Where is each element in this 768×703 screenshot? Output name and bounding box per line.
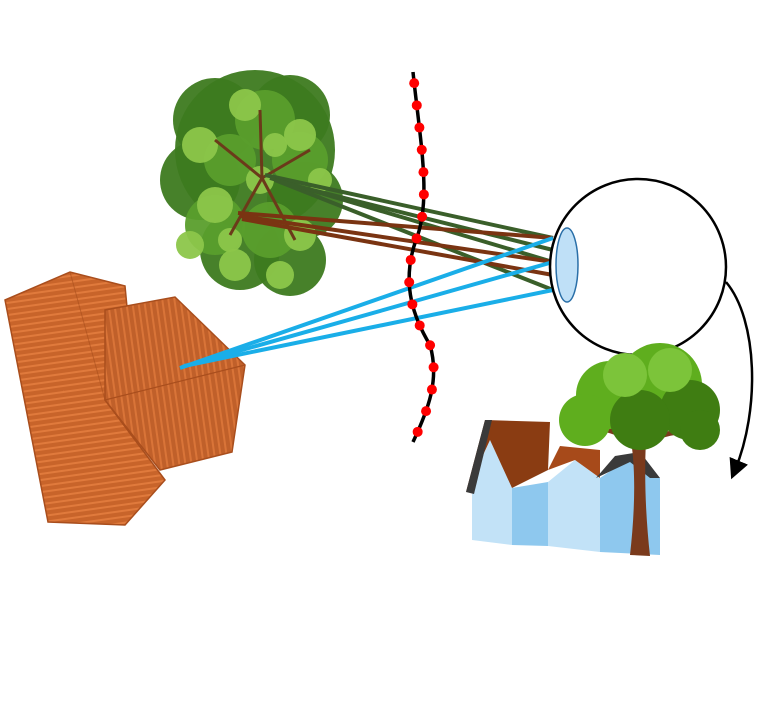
ray-blue [183, 288, 554, 368]
sample-dots [404, 78, 439, 437]
foliage-blob [182, 127, 218, 163]
tree-branch [258, 109, 264, 179]
sample-dot [418, 167, 429, 178]
foliage-blob [603, 353, 647, 397]
foliage-blob [610, 390, 670, 450]
tree-foliage [559, 343, 720, 450]
foliage-blob [263, 133, 287, 157]
ray-green [279, 180, 554, 252]
foliage-blob [176, 231, 204, 259]
sample-dot [414, 320, 425, 331]
tree-trunk [630, 440, 650, 556]
foliage-blob [266, 261, 294, 289]
house-wall-mid [512, 482, 548, 546]
sample-dot [404, 277, 415, 288]
light-rays [179, 173, 554, 370]
sample-dot [418, 189, 429, 200]
tree-top-icon [160, 70, 343, 296]
house-roof-right [548, 446, 600, 478]
sample-dot [414, 122, 425, 133]
image-plane [404, 71, 439, 443]
foliage-blob [559, 394, 611, 446]
ray-blue [179, 236, 554, 370]
tree-branch [260, 177, 297, 241]
sample-dot [428, 362, 439, 373]
sample-dot [411, 100, 422, 111]
foliage-blob [197, 187, 233, 223]
eye-lens [555, 227, 579, 303]
ray-brown [241, 217, 554, 277]
sample-dot [426, 384, 437, 395]
sample-dot [407, 299, 418, 310]
house-roof-top-icon [4, 271, 246, 526]
foliage-blob [284, 119, 316, 151]
house-with-tree-icon [466, 343, 720, 556]
curved-arrow-icon [725, 281, 754, 480]
sample-dot [417, 211, 428, 222]
foliage-blob [229, 89, 261, 121]
house-roof-edge [466, 420, 492, 494]
foliage-blob [219, 249, 251, 281]
ray-brown [237, 211, 554, 240]
eye-icon [548, 177, 728, 357]
tree-branch [261, 148, 311, 180]
sample-dot [425, 340, 436, 351]
sample-dot [412, 426, 423, 437]
foliage-blob [680, 410, 720, 450]
sample-dot [405, 254, 416, 265]
tree-branch [228, 177, 264, 236]
ray-blue [181, 260, 554, 369]
sample-dot [421, 406, 432, 417]
ray-green [264, 173, 554, 240]
house-wall-right [548, 460, 600, 552]
house-wall-left [472, 440, 512, 545]
foliage-blob [218, 228, 242, 252]
sample-dot [411, 233, 422, 244]
sample-dot [416, 144, 427, 155]
foliage-blob [648, 348, 692, 392]
sample-dot [409, 78, 420, 89]
tree-branch [214, 138, 263, 180]
